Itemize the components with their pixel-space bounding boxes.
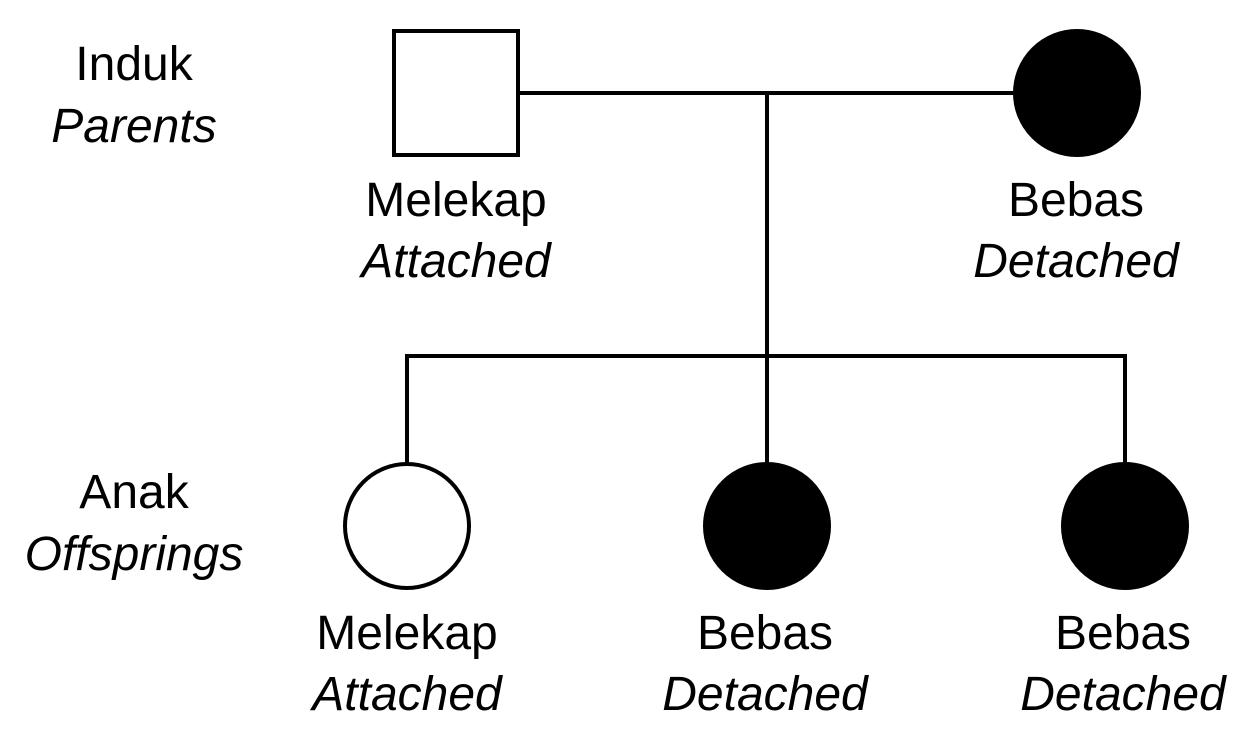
offspring-1-trait-label: Melekap: [316, 607, 497, 660]
mother-trait-label: Bebas: [1008, 174, 1144, 227]
generation-label-offspring-en: Offsprings: [25, 528, 244, 581]
offspring-3-trait-label-en: Detached: [1020, 668, 1227, 721]
generation-label-parents: Induk: [75, 38, 193, 91]
offspring-2-symbol: [703, 462, 831, 590]
father-trait-label-en: Attached: [358, 235, 552, 288]
offspring-2-trait-label-en: Detached: [662, 668, 869, 721]
generation-label-parents-en: Parents: [51, 100, 216, 153]
generation-label-offspring: Anak: [79, 466, 189, 519]
offspring-1-symbol: [343, 462, 471, 590]
offspring-3-symbol: [1061, 462, 1189, 590]
mother-symbol: [1013, 29, 1141, 157]
father-symbol: [392, 29, 520, 157]
offspring-2-trait-label: Bebas: [697, 607, 833, 660]
father-trait-label: Melekap: [365, 174, 546, 227]
mother-trait-label-en: Detached: [973, 235, 1180, 288]
offspring-1-trait-label-en: Attached: [309, 668, 503, 721]
offspring-3-trait-label: Bebas: [1055, 607, 1191, 660]
